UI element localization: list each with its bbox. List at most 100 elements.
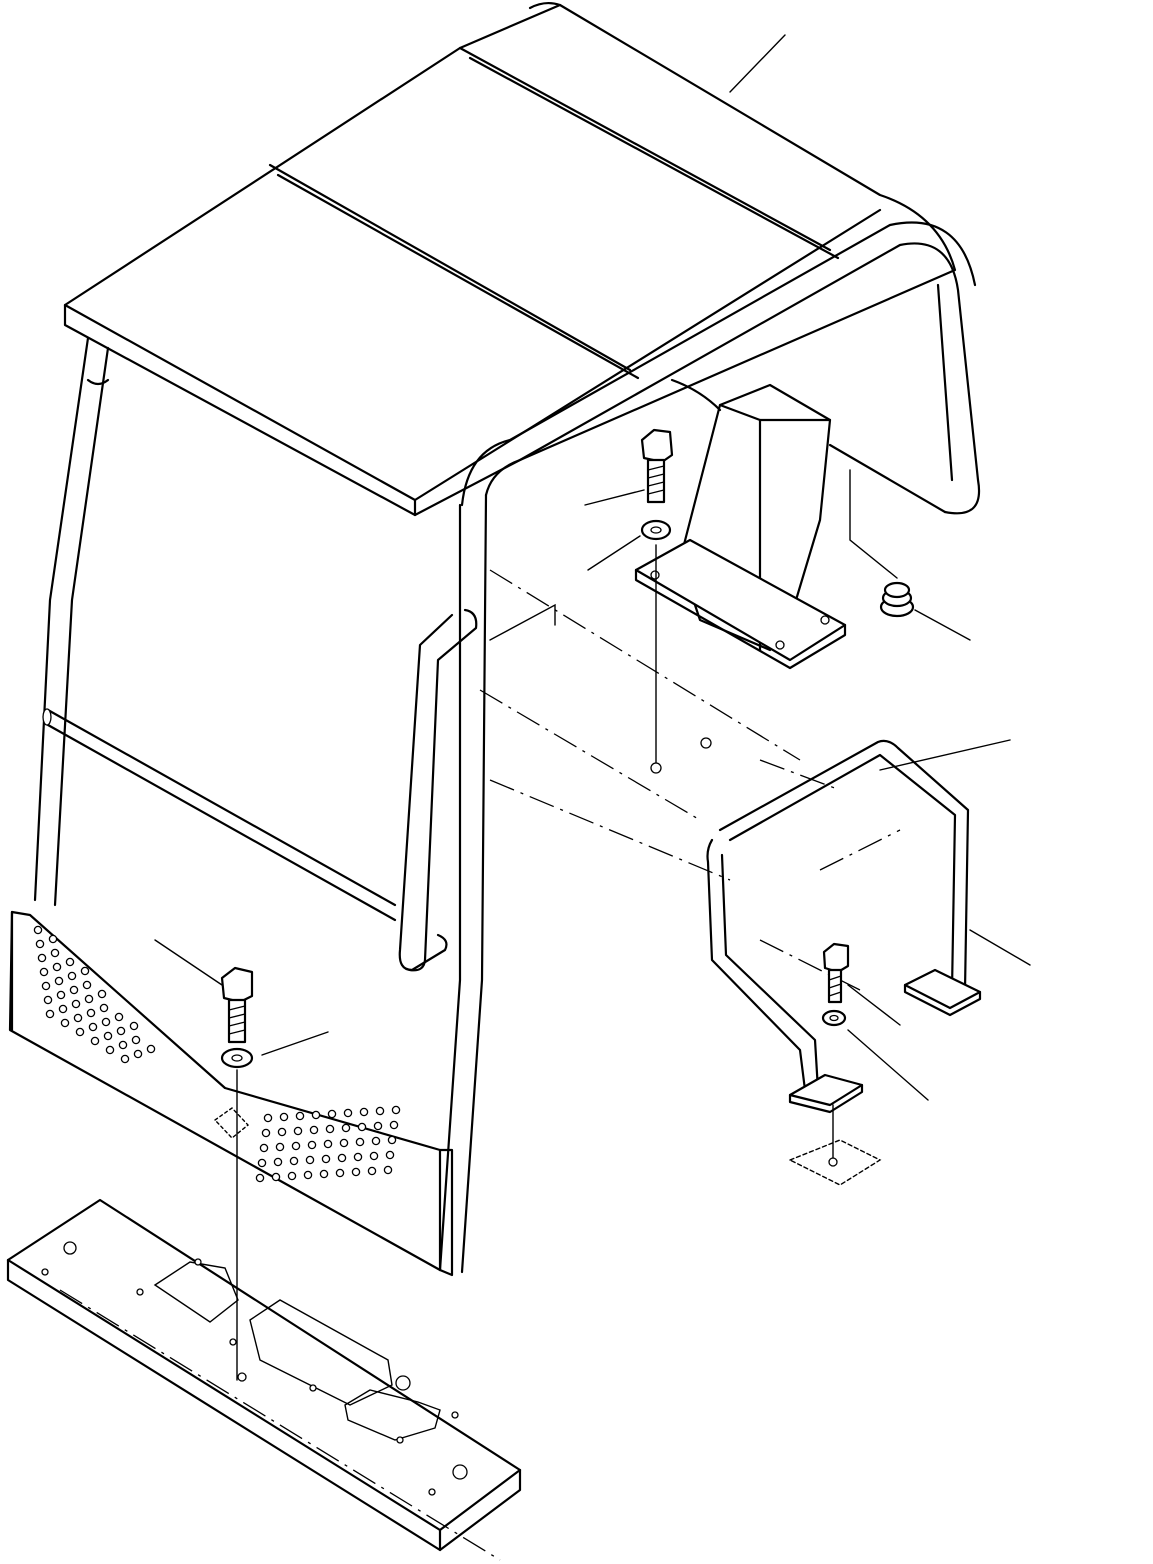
perforation-hole	[33, 925, 43, 935]
lock-washer-front	[213, 1031, 329, 1381]
rear-mount-pillar	[634, 378, 847, 670]
perforation-hole	[120, 1054, 130, 1064]
perforation-hole	[373, 1121, 383, 1131]
perforation-hole	[307, 1140, 317, 1150]
cap-screw-lower-right	[822, 942, 901, 1026]
perforation-hole	[133, 1049, 143, 1059]
perforation-hole	[305, 1155, 315, 1165]
perforation-hole	[146, 1044, 156, 1054]
cap-screw-upper	[584, 428, 674, 506]
perforation-hole	[277, 1127, 287, 1137]
perforation-hole	[129, 1021, 139, 1031]
perforation-hole	[327, 1109, 337, 1119]
perforation-hole	[369, 1151, 379, 1161]
perforation-hole	[353, 1152, 363, 1162]
perforation-hole	[101, 1017, 111, 1027]
perforation-hole	[60, 1018, 70, 1028]
perforation-hole	[271, 1172, 281, 1182]
perforation-hole	[287, 1171, 297, 1181]
perforation-hole	[84, 994, 94, 1004]
perforation-hole	[43, 995, 53, 1005]
perforation-hole	[259, 1143, 269, 1153]
perforation-hole	[275, 1142, 285, 1152]
perforation-hole	[86, 1008, 96, 1018]
perforation-hole	[359, 1107, 369, 1117]
perforation-hole	[273, 1157, 283, 1167]
perforation-hole	[257, 1158, 267, 1168]
perforation-hole	[321, 1154, 331, 1164]
rear-grab-rail	[706, 739, 982, 1186]
perforation-hole	[131, 1035, 141, 1045]
perforation-hole	[295, 1111, 305, 1121]
perforation-hole	[289, 1156, 299, 1166]
perforation-hole	[45, 1009, 55, 1019]
perforation-hole	[116, 1026, 126, 1036]
perforation-hole	[56, 990, 66, 1000]
perforation-hole	[67, 971, 77, 981]
perforation-hole	[118, 1040, 128, 1050]
perforation-hole	[325, 1124, 335, 1134]
perforation-hole	[309, 1125, 319, 1135]
floor-plate	[6, 1198, 522, 1561]
perforation-hole	[261, 1128, 271, 1138]
perforation-hole	[105, 1045, 115, 1055]
perforation-hole	[99, 1003, 109, 1013]
perforation-hole	[114, 1012, 124, 1022]
roof-canopy	[63, 1, 957, 517]
perforation-hole	[75, 1027, 85, 1037]
perforation-hole	[58, 1004, 68, 1014]
perforation-hole	[371, 1136, 381, 1146]
perforation-hole	[255, 1173, 265, 1183]
perforation-hole	[323, 1139, 333, 1149]
perforation-hole	[311, 1110, 321, 1120]
perforation-hole	[375, 1106, 385, 1116]
perforation-hole	[339, 1138, 349, 1148]
perforation-hole	[291, 1141, 301, 1151]
perforation-hole	[69, 985, 79, 995]
perforation-hole	[35, 939, 45, 949]
rops-frame	[33, 221, 981, 1274]
perforation-hole	[52, 962, 62, 972]
perforation-hole	[279, 1112, 289, 1122]
perforation-hole	[351, 1167, 361, 1177]
perforation-hole	[103, 1031, 113, 1041]
perforation-hole	[82, 980, 92, 990]
perforation-hole	[41, 981, 51, 991]
cap-screw-front	[154, 939, 254, 1044]
perforation-hole	[37, 953, 47, 963]
perforation-hole	[88, 1022, 98, 1032]
perforation-holes	[33, 925, 401, 1183]
grab-handle	[398, 608, 478, 972]
perforation-hole	[73, 1013, 83, 1023]
perforation-hole	[54, 976, 64, 986]
perforation-hole	[357, 1122, 367, 1132]
assembly-lines	[479, 569, 1031, 991]
perforation-hole	[367, 1166, 377, 1176]
perforation-hole	[303, 1170, 313, 1180]
perforation-hole	[343, 1108, 353, 1118]
perforation-hole	[341, 1123, 351, 1133]
perforation-hole	[39, 967, 49, 977]
perforation-hole	[293, 1126, 303, 1136]
lock-washer-lower-right	[821, 1009, 929, 1101]
lock-washer-upper	[587, 519, 712, 774]
perforation-hole	[389, 1120, 399, 1130]
perforation-hole	[48, 934, 58, 944]
perforation-hole	[337, 1153, 347, 1163]
perforation-hole	[50, 948, 60, 958]
rubber-mount	[849, 469, 971, 641]
perforation-hole	[387, 1135, 397, 1145]
perforation-hole	[263, 1113, 273, 1123]
perforation-hole	[80, 966, 90, 976]
perforation-hole	[65, 957, 75, 967]
perforation-hole	[335, 1168, 345, 1178]
perforation-hole	[90, 1036, 100, 1046]
perforated-front-panel	[8, 910, 454, 1277]
perforation-hole	[71, 999, 81, 1009]
perforation-hole	[97, 989, 107, 999]
perforation-hole	[355, 1137, 365, 1147]
perforation-hole	[383, 1165, 393, 1175]
perforation-hole	[319, 1169, 329, 1179]
perforation-hole	[385, 1150, 395, 1160]
